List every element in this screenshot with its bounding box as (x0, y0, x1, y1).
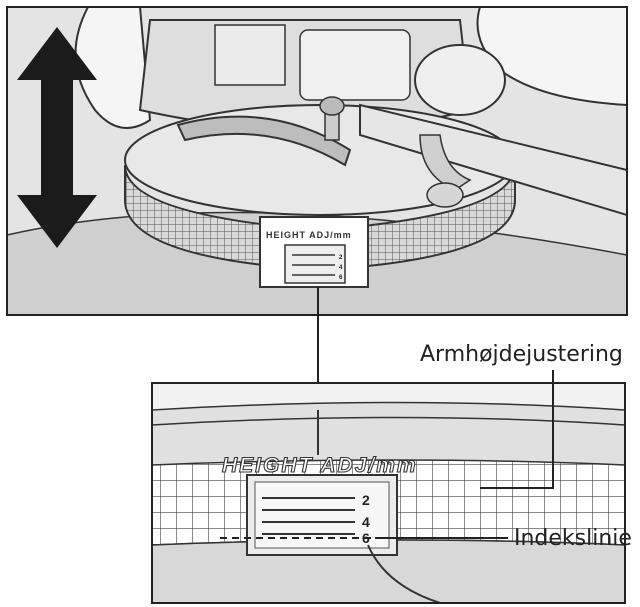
scale-mark-small-1: 2 (339, 255, 343, 261)
bottom-frame (151, 382, 626, 604)
scale-mark-small-3: 6 (339, 275, 343, 281)
index-line-callout: Indekslinie (514, 526, 632, 551)
height-adjust-leader (480, 370, 554, 489)
height-adjust-ring (124, 164, 516, 272)
height-adjust-callout: Armhøjdejustering (420, 342, 623, 367)
zoomed-illustration: 2 4 6 HEIGHT ADJ/mm (152, 383, 625, 603)
right-hand-shape (476, 7, 627, 107)
plate-label-small: HEIGHT ADJ/mm (266, 230, 352, 240)
scale-mark-2: 2 (362, 492, 370, 508)
scale-mark-small-2: 4 (339, 265, 343, 271)
scale-mark-4: 4 (362, 514, 370, 530)
left-hand-shape (74, 7, 152, 129)
plate-label-large: HEIGHT ADJ/mm (222, 454, 418, 477)
up-down-arrow-icon (17, 27, 97, 248)
top-illustration: HEIGHT ADJ/mm 2 4 6 (7, 7, 627, 315)
